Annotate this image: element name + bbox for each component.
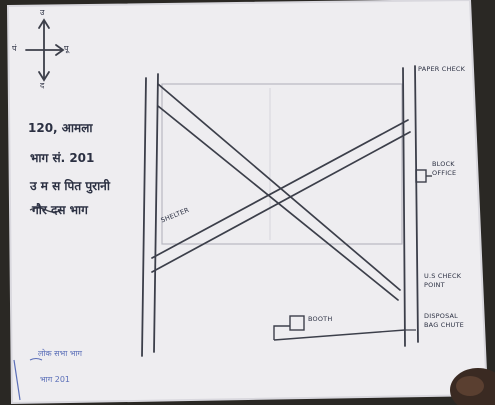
address-line-2: भाग सं. 201 [30, 151, 95, 165]
compass-south-label: द [40, 81, 45, 90]
address-line-1: 120, आमला [28, 121, 93, 135]
compass-west-label: पं [12, 44, 17, 53]
paper-check-label: PAPER CHECK [418, 65, 466, 73]
left-road [141, 73, 159, 357]
compass-north-label: उ [40, 8, 45, 17]
footer-note-line-1: लोक सभा भाग [38, 349, 83, 358]
block-office-label: BLOCK OFFICE [432, 160, 457, 177]
footer-note-line-2: भाग 201 [40, 375, 71, 384]
diagonal-road-2 [151, 119, 411, 273]
plot-outline [161, 83, 403, 245]
address-line-4: गौर दस भाग [32, 203, 88, 217]
block-office-icon [415, 169, 432, 183]
address-line-3: उ म स पित पुरानी [30, 179, 110, 193]
right-road [402, 65, 419, 347]
booth-icon [273, 315, 406, 341]
compass-east-label: पू [64, 44, 69, 53]
disposal-chute-label: DISPOSAL BAG CHUTE [424, 312, 464, 329]
compass-icon [25, 18, 65, 82]
us-check-point-label: U.S CHECK POINT [424, 272, 462, 289]
booth-label: BOOTH [308, 315, 333, 323]
paper-sheet [8, 0, 487, 403]
